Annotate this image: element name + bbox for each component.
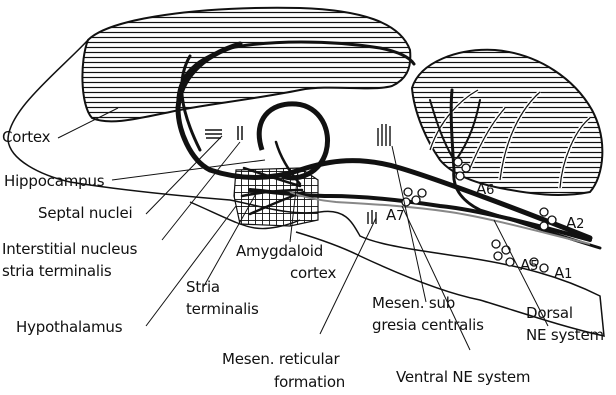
label-reticular-line1: Mesen. reticular — [222, 350, 339, 368]
label-ventral-ne: Ventral NE system — [396, 368, 530, 386]
label-a5: A5 — [520, 256, 538, 274]
label-cortex: Cortex — [2, 128, 50, 146]
cortex-region — [82, 8, 410, 122]
label-interstitial-line1: Interstitial nucleus — [2, 240, 137, 258]
label-a7: A7 — [386, 206, 404, 224]
septal-nuclei-mark — [205, 126, 242, 140]
label-a2-sub: 2 — [576, 217, 584, 232]
label-dorsal-line2: NE system — [526, 326, 604, 344]
label-mesen-sub-line2: gresia centralis — [372, 316, 484, 334]
label-septal-nuclei: Septal nuclei — [38, 204, 133, 222]
label-reticular-line2: formation — [274, 373, 345, 391]
label-dorsal-line1: Dorsal — [526, 304, 573, 322]
label-a7-sub: 7 — [396, 209, 404, 224]
label-a7-letter: A — [386, 206, 396, 224]
label-a1-letter: A — [554, 264, 564, 282]
label-a2: A2 — [566, 214, 584, 232]
label-amygdaloid-line1: Amygdaloid — [236, 242, 323, 260]
label-amygdaloid-line2: cortex — [290, 264, 336, 282]
label-hypothalamus: Hypothalamus — [16, 318, 122, 336]
label-a5-letter: A — [520, 256, 530, 274]
label-interstitial-line2: stria terminalis — [2, 262, 111, 280]
label-a2-letter: A — [566, 214, 576, 232]
label-a6: A6 — [476, 180, 494, 198]
label-hippocampus: Hippocampus — [4, 172, 104, 190]
label-a5-sub: 5 — [530, 259, 538, 274]
label-a6-letter: A — [476, 180, 486, 198]
label-stria-line1: Stria — [186, 278, 220, 296]
label-stria-line2: terminalis — [186, 300, 259, 318]
leader-septal — [146, 136, 222, 214]
label-a6-sub: 6 — [486, 183, 494, 198]
cerebellum-region — [412, 50, 602, 195]
label-a1: A1 — [554, 264, 572, 282]
label-a1-sub: 1 — [564, 267, 572, 282]
leader-interstitial — [162, 142, 240, 240]
label-mesen-sub-line1: Mesen. sub — [372, 294, 455, 312]
